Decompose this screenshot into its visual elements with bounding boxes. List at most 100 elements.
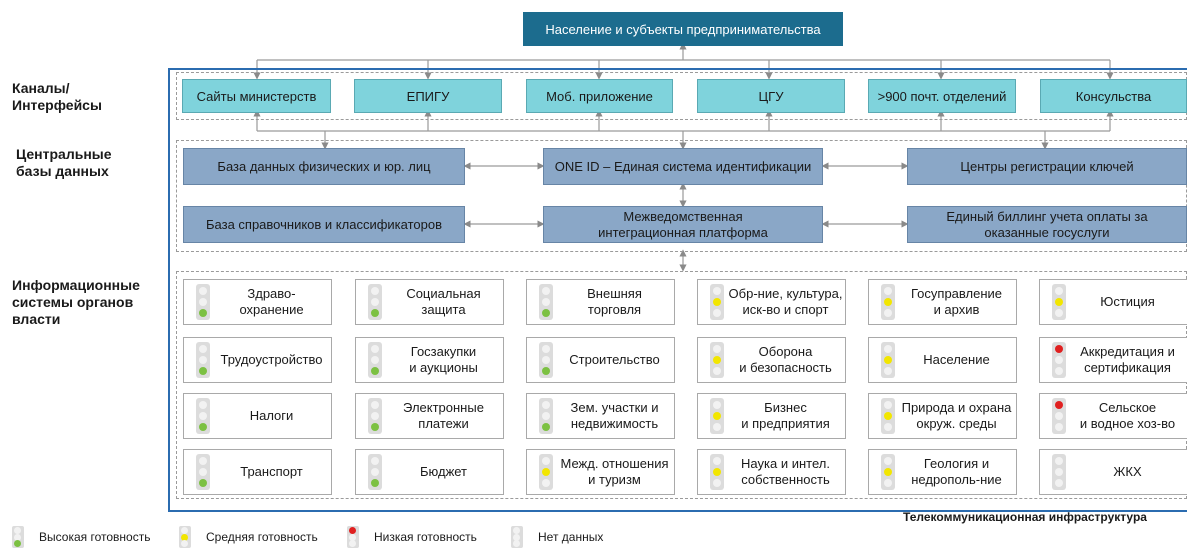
db-label: База справочников и классификаторов	[206, 216, 442, 232]
db-integration-platform: Межведомственная интеграционная платформ…	[543, 206, 823, 243]
system-card-label: Бизнес и предприятия	[741, 400, 830, 431]
system-card-label: Обр-ние, культура, иск-во и спорт	[728, 286, 843, 317]
system-card: Население	[868, 337, 1017, 383]
db-label: ONE ID – Единая система идентификации	[554, 158, 812, 174]
system-card-label: Оборона и безопасность	[739, 344, 832, 375]
channel-mobile-app: Моб. приложение	[526, 79, 673, 113]
system-card: Госзакупки и аукционы	[355, 337, 504, 383]
traffic-light-icon	[539, 398, 553, 434]
traffic-light-icon	[196, 284, 210, 320]
system-card: Юстиция	[1039, 279, 1187, 325]
system-card-label: Бюджет	[419, 464, 468, 479]
legend-label: Низкая готовность	[374, 530, 477, 544]
db-persons-companies: База данных физических и юр. лиц	[183, 148, 465, 185]
system-card: Социальная защита	[355, 279, 504, 325]
legend-label: Высокая готовность	[39, 530, 151, 544]
legend-label: Нет данных	[538, 530, 604, 544]
db-key-registration: Центры регистрации ключей	[907, 148, 1187, 185]
system-card: Электронные платежи	[355, 393, 504, 439]
channel-epigu: ЕПИГУ	[354, 79, 502, 113]
system-card: Бюджет	[355, 449, 504, 495]
system-card-label: Госуправление и архив	[911, 286, 1002, 317]
traffic-light-icon	[1052, 342, 1066, 378]
system-card: Природа и охрана окруж. среды	[868, 393, 1017, 439]
traffic-light-icon	[368, 454, 382, 490]
system-card-label: Межд. отношения и туризм	[560, 456, 669, 487]
system-card-label: Электронные платежи	[403, 400, 484, 431]
db-one-id: ONE ID – Единая система идентификации	[543, 148, 823, 185]
system-card-label: Строительство	[569, 352, 660, 367]
traffic-light-icon	[539, 454, 553, 490]
system-card-label: Аккредитация и сертификация	[1080, 344, 1175, 375]
system-card-label: Госзакупки и аукционы	[409, 344, 478, 375]
traffic-light-icon	[710, 454, 724, 490]
channel-label: ЦГУ	[758, 88, 784, 104]
section-label-channels: Каналы/ Интерфейсы	[12, 80, 102, 113]
legend-label: Средняя готовность	[206, 530, 318, 544]
system-card: Обр-ние, культура, иск-во и спорт	[697, 279, 846, 325]
system-card-label: Здраво- охранение	[239, 286, 304, 317]
traffic-light-icon	[196, 398, 210, 434]
section-label-databases: Центральные базы данных	[16, 146, 112, 179]
traffic-light-icon	[179, 526, 191, 548]
system-card: Бизнес и предприятия	[697, 393, 846, 439]
telecom-infrastructure-label: Телекоммуникационная инфраструктура	[903, 510, 1147, 524]
traffic-light-icon	[710, 284, 724, 320]
system-card-label: Внешняя торговля	[587, 286, 642, 317]
population-header-title: Население и субъекты предпринимательства	[545, 21, 821, 37]
system-card: Транспорт	[183, 449, 332, 495]
channel-cgu: ЦГУ	[697, 79, 845, 113]
db-label: База данных физических и юр. лиц	[217, 158, 431, 174]
system-card-label: Зем. участки и недвижимость	[570, 400, 659, 431]
system-card-label: Социальная защита	[406, 286, 481, 317]
db-label: Межведомственная интеграционная платформ…	[598, 208, 768, 240]
system-card-label: Сельское и водное хоз-во	[1079, 400, 1176, 431]
traffic-light-icon	[881, 454, 895, 490]
traffic-light-icon	[881, 342, 895, 378]
traffic-light-icon	[347, 526, 359, 548]
traffic-light-icon	[1052, 398, 1066, 434]
system-card: Аккредитация и сертификация	[1039, 337, 1187, 383]
system-card-label: Налоги	[249, 408, 294, 423]
traffic-light-icon	[12, 526, 24, 548]
system-card-label: ЖКХ	[1113, 464, 1142, 479]
system-card: Наука и интел. собственность	[697, 449, 846, 495]
traffic-light-icon	[1052, 454, 1066, 490]
traffic-light-icon	[1052, 284, 1066, 320]
system-card-label: Юстиция	[1100, 294, 1155, 309]
channel-consulates: Консульства	[1040, 79, 1187, 113]
system-card: Оборона и безопасность	[697, 337, 846, 383]
traffic-light-icon	[710, 398, 724, 434]
traffic-light-icon	[710, 342, 724, 378]
system-card: Здраво- охранение	[183, 279, 332, 325]
db-unified-billing: Единый биллинг учета оплаты за оказанные…	[907, 206, 1187, 243]
traffic-light-icon	[368, 284, 382, 320]
system-card: Геология и недрополь-ние	[868, 449, 1017, 495]
section-label-systems: Информационные системы органов власти	[12, 277, 140, 327]
system-card: Трудоустройство	[183, 337, 332, 383]
system-card: Налоги	[183, 393, 332, 439]
system-card: Зем. участки и недвижимость	[526, 393, 675, 439]
system-card-label: Наука и интел. собственность	[741, 456, 830, 487]
traffic-light-icon	[881, 284, 895, 320]
system-card-label: Население	[923, 352, 990, 367]
system-card: Строительство	[526, 337, 675, 383]
db-reference-classifiers: База справочников и классификаторов	[183, 206, 465, 243]
channel-label: >900 почт. отделений	[877, 88, 1007, 104]
population-header-box: Население и субъекты предпринимательства	[523, 12, 843, 46]
traffic-light-icon	[881, 398, 895, 434]
traffic-light-icon	[511, 526, 523, 548]
traffic-light-icon	[368, 398, 382, 434]
system-card-label: Геология и недрополь-ние	[911, 456, 1002, 487]
traffic-light-icon	[196, 454, 210, 490]
system-card-label: Транспорт	[240, 464, 303, 479]
channel-label: Моб. приложение	[546, 88, 653, 104]
db-label: Единый биллинг учета оплаты за оказанные…	[946, 208, 1148, 240]
system-card: Госуправление и архив	[868, 279, 1017, 325]
system-card-label: Трудоустройство	[220, 352, 323, 367]
government-frame	[168, 68, 1187, 512]
system-card-label: Природа и охрана окруж. среды	[901, 400, 1012, 431]
traffic-light-icon	[368, 342, 382, 378]
traffic-light-icon	[539, 284, 553, 320]
